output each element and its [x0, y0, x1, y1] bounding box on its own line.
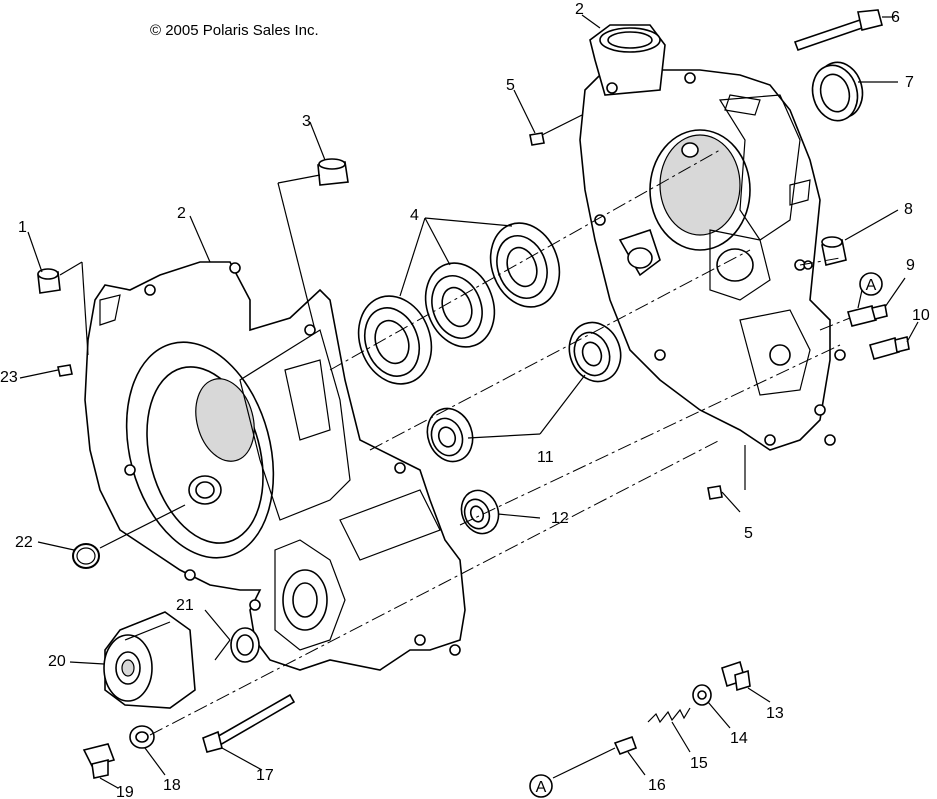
part-22-o-ring [72, 543, 100, 569]
part-13-plug [721, 660, 751, 692]
callout-22: 22 [15, 534, 33, 551]
callout-8: 8 [904, 201, 913, 218]
callout-1: 1 [18, 219, 27, 236]
part-3-sleeve [317, 158, 349, 186]
callout-16: 16 [648, 777, 666, 794]
reference-marker-a-label: A [866, 277, 877, 294]
part-16-plunger [613, 735, 638, 756]
callout-17: 17 [256, 767, 274, 784]
part-15-spring [647, 707, 691, 724]
right-crankcase-half [579, 24, 846, 451]
part-23-pin [57, 364, 73, 377]
left-crankcase-half [84, 261, 466, 671]
callout-2-left: 2 [177, 205, 186, 222]
callout-12: 12 [551, 510, 569, 527]
callout-2-top: 2 [575, 1, 584, 18]
part-4-bearing-1 [357, 295, 433, 385]
part-21-seal [230, 627, 260, 663]
callout-10: 10 [912, 307, 930, 324]
callout-15: 15 [690, 755, 708, 772]
part-11-bearing-right [568, 321, 622, 383]
part-20-cover [103, 611, 196, 709]
part-11-bearing-left [426, 407, 474, 463]
reference-marker-a-right: A [859, 272, 883, 296]
part-8-plug [821, 236, 847, 266]
part-17-bolt [202, 693, 296, 753]
part-4-bearing-2 [424, 262, 496, 348]
callout-14: 14 [730, 730, 748, 747]
part-6-bolt [793, 9, 883, 52]
callout-3: 3 [302, 113, 311, 130]
callout-13: 13 [766, 705, 784, 722]
part-5-pin-bottom [707, 485, 723, 500]
part-10-fitting [869, 336, 910, 360]
part-7-seal [811, 61, 864, 122]
reference-marker-a-bottom: A [529, 774, 553, 798]
reference-marker-a-label: A [536, 779, 547, 796]
callout-6: 6 [891, 9, 900, 26]
part-14-washer [692, 684, 712, 706]
callout-21: 21 [176, 597, 194, 614]
part-18-washer [129, 725, 155, 749]
part-9-fitting [847, 304, 888, 327]
callout-20: 20 [48, 653, 66, 670]
callout-4: 4 [410, 207, 419, 224]
callout-23: 23 [0, 369, 18, 386]
callout-9: 9 [906, 257, 915, 274]
callout-19: 19 [116, 784, 134, 799]
part-12-bearing [460, 489, 500, 535]
callout-7: 7 [905, 74, 914, 91]
callout-11: 11 [537, 449, 554, 466]
part-1-bushing [37, 268, 61, 294]
part-5-pin-top [529, 132, 545, 146]
leader-lines [19, 14, 919, 789]
part-19-drain-plug [82, 743, 116, 779]
copyright-text: © 2005 Polaris Sales Inc. [150, 22, 319, 39]
part-4-bearing-3 [489, 222, 561, 308]
callout-18: 18 [163, 777, 181, 794]
callout-5-top: 5 [506, 77, 515, 94]
callout-5-bottom: 5 [744, 525, 753, 542]
